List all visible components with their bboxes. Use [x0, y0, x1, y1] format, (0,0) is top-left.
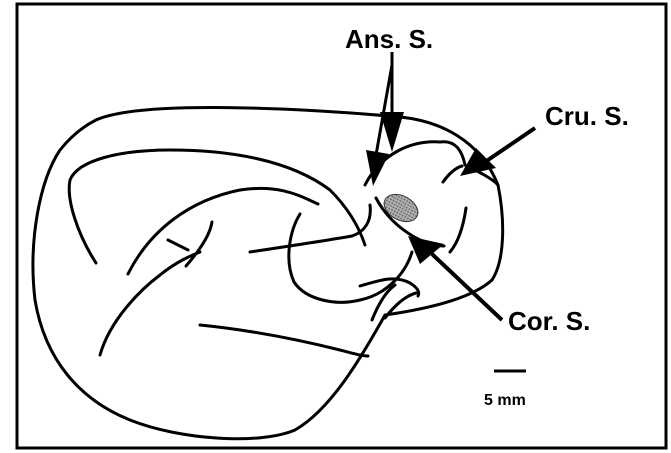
sulcus-suprasylvian: [69, 150, 365, 263]
label-coronal-sulcus: Cor. S.: [508, 306, 590, 336]
arrow-cruciate: [460, 128, 535, 176]
sulcus-middle-contour: [250, 205, 370, 252]
sulcus-sylvian-loop: [289, 214, 412, 302]
sulcus-frontal-lower: [450, 208, 466, 252]
scale-bar-label: 5 mm: [484, 392, 526, 409]
sulcus-ectosylvian-branch: [168, 240, 188, 250]
sulcus-posterior: [100, 252, 200, 355]
label-ansate-sulcus: Ans. S.: [345, 24, 433, 54]
sulcus-cruciate: [443, 166, 462, 182]
sulcus-olfactory-2: [385, 293, 416, 318]
label-cruciate-sulcus: Cru. S.: [545, 101, 629, 131]
sulcus-ectosylvian-upper: [186, 222, 212, 266]
sulcus-ventral: [200, 325, 368, 356]
lesion-spot: [379, 189, 422, 227]
figure-border: [17, 4, 666, 448]
